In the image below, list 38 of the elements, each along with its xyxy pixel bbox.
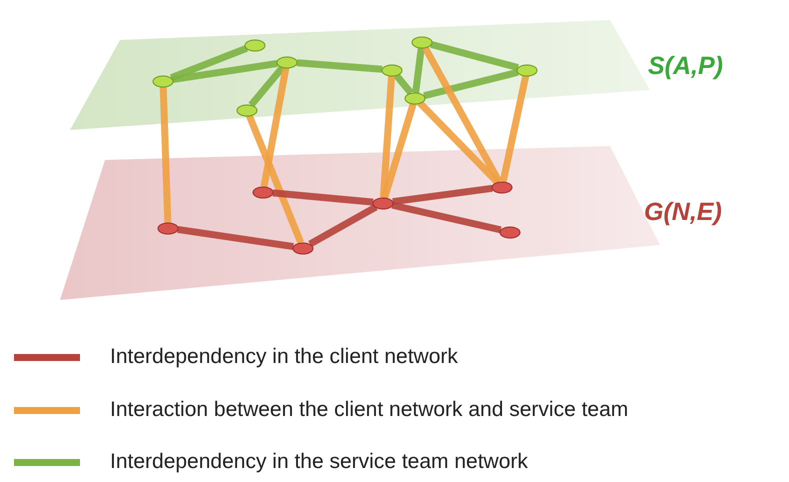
- network-node: [381, 64, 403, 76]
- link-line: [296, 59, 382, 73]
- layer-label: S(A,P): [648, 52, 723, 81]
- network-node: [499, 226, 521, 238]
- link-line: [381, 102, 417, 199]
- link-line: [177, 226, 294, 250]
- link-line: [422, 46, 502, 184]
- link-line: [412, 47, 425, 93]
- network-node: [236, 104, 258, 116]
- link-line: [272, 189, 374, 206]
- link-line: [392, 184, 493, 206]
- legend-text: Interaction between the client network and service team: [110, 398, 628, 422]
- link-line: [500, 74, 530, 182]
- network-node: [491, 180, 513, 194]
- link-line: [423, 68, 519, 100]
- network-node: [516, 64, 538, 76]
- link-line: [172, 60, 278, 83]
- link-line: [391, 202, 502, 234]
- legend-text: Interdependency in the client network: [110, 345, 458, 369]
- network-node: [252, 186, 274, 198]
- layer-label: G(N,E): [644, 198, 722, 227]
- link-line: [430, 41, 519, 71]
- network-node: [411, 36, 433, 48]
- network-node: [244, 38, 266, 52]
- link-line: [246, 114, 304, 244]
- link-line: [393, 72, 414, 96]
- network-node: [372, 196, 394, 210]
- network-node: [292, 242, 314, 254]
- network-node: [276, 56, 298, 68]
- link-line: [380, 75, 396, 198]
- link-line: [160, 86, 172, 223]
- network-node: [157, 222, 179, 234]
- network-node: [404, 92, 426, 104]
- link-line: [170, 44, 248, 82]
- link-line: [308, 204, 378, 248]
- legend-text: Interdependency in the service team network: [110, 450, 528, 474]
- network-node: [152, 74, 174, 88]
- link-line: [260, 66, 290, 188]
